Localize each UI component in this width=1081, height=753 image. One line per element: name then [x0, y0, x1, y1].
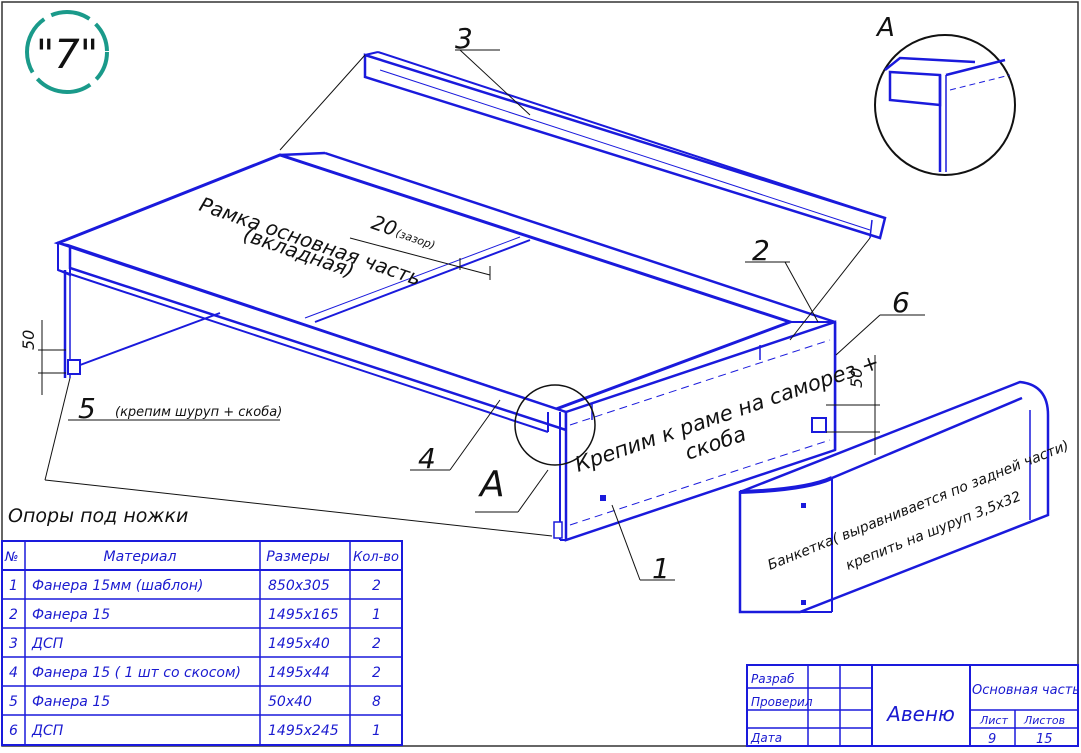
bench: [738, 380, 1050, 614]
table-row: 2 Фанера 15 1495х165 1: [9, 607, 381, 623]
table-cell-material: Фанера 15: [32, 607, 110, 623]
table-cell-material: ДСП: [31, 723, 64, 739]
callout-4: 4: [418, 442, 436, 475]
table-cell-size: 1495х165: [268, 607, 339, 623]
table-row: 5 Фанера 15 50х40 8: [9, 694, 381, 710]
callout-a: A: [478, 464, 505, 505]
table-cell-qty: 2: [372, 636, 381, 652]
table-header-num: №: [4, 550, 19, 565]
tb-sheet: 9: [988, 732, 996, 747]
main-frame: [53, 151, 837, 542]
callout-6: 6: [892, 286, 910, 319]
table-cell-qty: 8: [372, 694, 381, 710]
view-a-label: A: [875, 13, 895, 43]
support-block-left: [67, 359, 81, 375]
title-block: Разраб Проверил Дата Авеню Основная част…: [746, 664, 1080, 747]
table-header-size: Размеры: [266, 549, 330, 565]
table-row: 6 ДСП 1495х245 1: [9, 723, 381, 739]
callout-5: 5: [78, 392, 96, 425]
parts-table: № Материал Размеры Кол-во 1 Фанера 15мм …: [1, 540, 403, 746]
tb-sheets-label: Листов: [1023, 714, 1065, 727]
supports-label: Опоры под ножки: [8, 505, 188, 527]
table-cell-num: 1: [9, 578, 18, 594]
table-cell-num: 5: [9, 694, 18, 710]
table-cell-material: Фанера 15мм (шаблон): [32, 578, 203, 594]
tb-date: Дата: [750, 731, 782, 745]
table-cell-num: 2: [9, 607, 18, 623]
tb-developed: Разраб: [751, 672, 795, 686]
badge-text: "7": [36, 32, 98, 78]
table-header-material: Материал: [104, 549, 177, 565]
table-cell-size: 1495х44: [268, 665, 330, 681]
table-cell-qty: 1: [372, 607, 381, 623]
tb-sheets: 15: [1036, 732, 1053, 747]
callout-1: 1: [652, 552, 670, 585]
drawing-number-badge: "7": [25, 10, 109, 94]
five-note: (крепим шуруп + скоба): [115, 405, 282, 420]
tb-part-name: Основная часть: [972, 683, 1080, 698]
table-row: 4 Фанера 15 ( 1 шт со скосом) 1495х44 2: [9, 665, 381, 681]
side-panel: [564, 320, 837, 542]
table-cell-size: 1495х245: [268, 723, 339, 739]
dim-right: 50: [847, 368, 866, 388]
badge-circle: [25, 10, 109, 94]
support-block-right: [811, 417, 827, 433]
table-header-qty: Кол-во: [353, 550, 399, 565]
table-cell-qty: 2: [372, 665, 381, 681]
detail-view-a: A: [874, 13, 1016, 176]
tb-sheet-label: Лист: [979, 714, 1008, 727]
tb-checked: Проверил: [751, 695, 813, 709]
callout-3: 3: [455, 22, 473, 55]
table-row: 1 Фанера 15мм (шаблон) 850х305 2: [9, 578, 381, 594]
table-cell-material: ДСП: [31, 636, 64, 652]
table-row: 3 ДСП 1495х40 2: [9, 636, 381, 652]
dimensions: [38, 320, 880, 455]
table-cell-material: Фанера 15: [32, 694, 110, 710]
table-cell-num: 4: [9, 665, 18, 681]
table-cell-size: 1495х40: [268, 636, 330, 652]
tb-company: Авеню: [885, 702, 955, 726]
table-cell-qty: 2: [372, 578, 381, 594]
leader-lines: [44, 49, 925, 581]
table-cell-num: 3: [9, 636, 18, 652]
rear-bar: [363, 51, 887, 240]
table-cell-size: 850х305: [268, 578, 330, 594]
table-cell-qty: 1: [372, 723, 381, 739]
table-cell-size: 50х40: [268, 694, 312, 710]
dim-left: 50: [19, 330, 38, 350]
table-cell-material: Фанера 15 ( 1 шт со скосом): [32, 665, 241, 681]
callout-2: 2: [752, 234, 770, 267]
table-cell-num: 6: [9, 723, 18, 739]
